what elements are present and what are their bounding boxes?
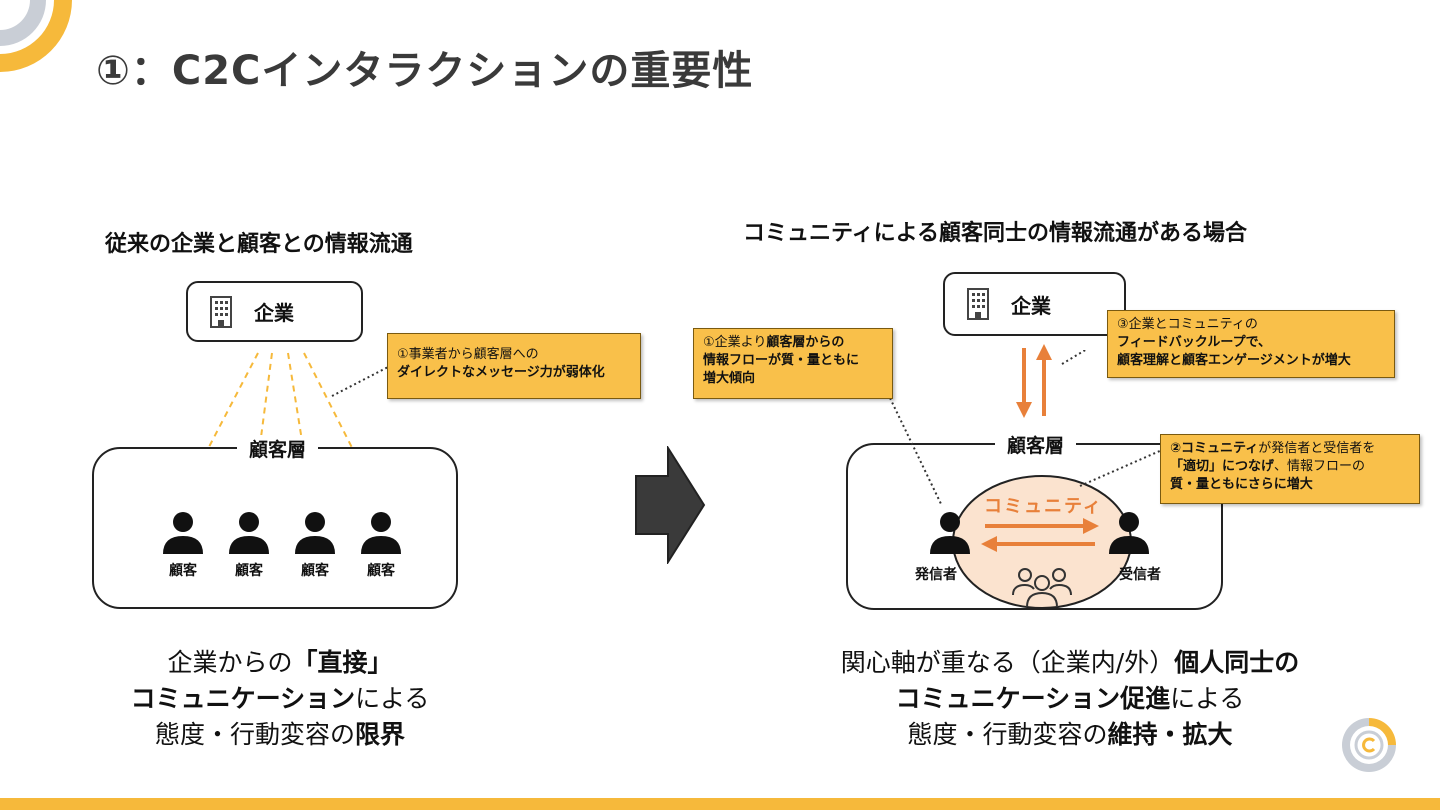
building-icon xyxy=(210,295,232,328)
customer-4: 顧客 xyxy=(358,510,404,580)
left-note-line1: ①事業者から顧客層への xyxy=(397,347,539,362)
right-note2-line3: 質・量ともにさらに増大 xyxy=(1170,477,1313,492)
right-note2-line1b: が発信者と受信者を xyxy=(1258,441,1376,456)
group-icon xyxy=(1012,568,1072,608)
right-company-box: 企業 xyxy=(943,272,1126,336)
right-caption-l3b: 維持・拡大 xyxy=(1107,720,1233,749)
left-customer-layer xyxy=(92,447,458,609)
person-icon xyxy=(229,512,269,554)
customer-label: 顧客 xyxy=(169,563,197,579)
left-caption-l1a: 企業からの xyxy=(167,648,293,677)
person-icon xyxy=(1109,512,1149,554)
sender-label: 発信者 xyxy=(915,567,957,583)
community-arrows xyxy=(981,518,1099,552)
left-caption-l3a: 態度・行動変容の xyxy=(154,720,355,749)
left-layer-label: 顧客層 xyxy=(237,435,319,462)
left-caption-l2a: コミュニケーション xyxy=(130,684,356,713)
right-note1-line1a: ①企業より xyxy=(703,335,767,350)
left-note-leader xyxy=(331,365,391,397)
right-caption-l2a: コミュニケーション促進 xyxy=(895,684,1171,713)
right-note3-line3: 顧客理解と顧客エンゲージメントが増大 xyxy=(1117,353,1351,368)
right-note1-line1b: 顧客層からの xyxy=(766,335,845,350)
left-company-label: 企業 xyxy=(254,301,294,325)
left-note-line2: ダイレクトなメッセージ力が弱体化 xyxy=(397,365,605,380)
right-company-label: 企業 xyxy=(1011,293,1051,318)
right-note2-line1a: ②コミュニティ xyxy=(1170,441,1259,456)
left-customers: 顧客 顧客 顧客 顧客 xyxy=(160,510,410,582)
person-icon xyxy=(930,512,970,554)
customer-3: 顧客 xyxy=(292,510,338,580)
community-label: コミュニティ xyxy=(984,496,1103,517)
corner-logo-decoration xyxy=(0,0,72,72)
right-note3-line1: ③企業とコミュニティの xyxy=(1117,317,1258,332)
right-subtitle: コミュニティによる顧客同士の情報流通がある場合 xyxy=(743,221,1248,246)
left-caption-l1b: 「直接」 xyxy=(292,648,393,677)
right-note2-line2a: 「適切」につなげ xyxy=(1170,459,1275,474)
left-subtitle: 従来の企業と顧客との情報流通 xyxy=(105,232,413,257)
right-note-3: ③企業とコミュニティの フィードバックループで、 顧客理解と顧客エンゲージメント… xyxy=(1107,310,1395,378)
left-company-box: 企業 xyxy=(186,281,363,342)
right-note1-line3: 増大傾向 xyxy=(703,371,756,386)
logo-icon xyxy=(1342,718,1396,772)
feedback-arrows xyxy=(1016,344,1052,418)
right-caption-l1a: 関心軸が重なる（企業内/外） xyxy=(840,648,1175,677)
right-note3-line2: フィードバックループで、 xyxy=(1117,335,1272,350)
page-title: ①：C2Cインタラクションの重要性 xyxy=(96,48,754,94)
customer-2: 顧客 xyxy=(226,510,272,580)
bottom-accent-bar xyxy=(0,798,1440,810)
right-caption: 関心軸が重なる（企業内/外）個人同士の コミュニケーション促進による 態度・行動… xyxy=(790,645,1350,753)
right-note2-line2b: 、情報フローの xyxy=(1274,459,1366,474)
sender: 発信者 xyxy=(904,510,970,584)
customer-label: 顧客 xyxy=(235,563,263,579)
customer-label: 顧客 xyxy=(367,563,395,579)
right-layer-label: 顧客層 xyxy=(995,431,1077,458)
right-arrow-icon xyxy=(635,446,706,564)
person-icon xyxy=(163,512,203,554)
right-caption-l2b: による xyxy=(1170,684,1245,713)
left-caption: 企業からの「直接」 コミュニケーションによる 態度・行動変容の限界 xyxy=(60,645,500,753)
left-caption-l2b: による xyxy=(355,684,430,713)
right-note1-line2: 情報フローが質・量ともに xyxy=(703,353,860,368)
receiver-label: 受信者 xyxy=(1119,567,1161,583)
right-note-2: ②コミュニティが発信者と受信者を 「適切」につなげ、情報フローの 質・量ともにさ… xyxy=(1160,434,1420,504)
receiver: 受信者 xyxy=(1106,510,1174,584)
left-note: ①事業者から顧客層への ダイレクトなメッセージ力が弱体化 xyxy=(387,333,641,399)
building-icon xyxy=(967,288,989,320)
right-caption-l1b: 個人同士の xyxy=(1174,648,1300,677)
customer-1: 顧客 xyxy=(160,510,206,580)
person-icon xyxy=(295,512,335,554)
right-caption-l3a: 態度・行動変容の xyxy=(907,720,1108,749)
person-icon xyxy=(361,512,401,554)
left-caption-l3b: 限界 xyxy=(355,720,406,749)
right-note-1: ①企業より顧客層からの 情報フローが質・量ともに 増大傾向 xyxy=(693,328,893,399)
customer-label: 顧客 xyxy=(301,563,329,579)
